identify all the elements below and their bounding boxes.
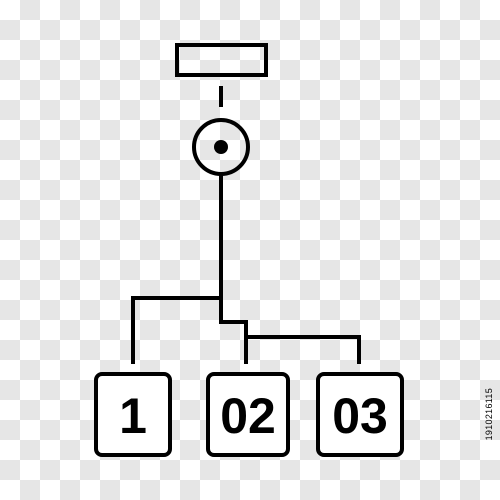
branch-line-2 <box>219 298 248 364</box>
target-dot <box>214 140 228 154</box>
node-box-3: 03 <box>316 372 404 457</box>
top-rectangle <box>175 43 268 77</box>
branch-line-1 <box>131 296 221 364</box>
node-box-2: 02 <box>206 372 290 457</box>
node-label-3: 03 <box>332 388 388 444</box>
stock-image-id: 1910216115 <box>484 387 494 440</box>
node-label-2: 02 <box>220 388 276 444</box>
node-box-1: 1 <box>94 372 172 457</box>
branch-line-3 <box>246 335 361 364</box>
node-label-1: 1 <box>119 388 147 444</box>
